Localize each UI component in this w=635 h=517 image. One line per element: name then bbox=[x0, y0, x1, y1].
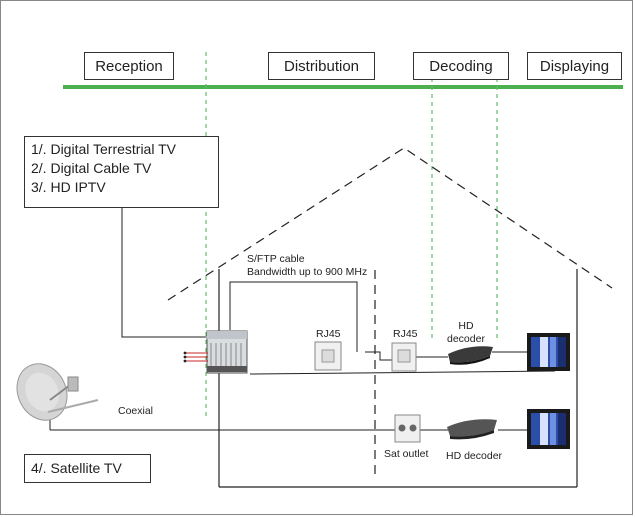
satellite-tv-label: 4/. Satellite TV bbox=[31, 460, 122, 476]
bottom-distribution-cable bbox=[249, 370, 556, 375]
stage-distribution: Distribution bbox=[268, 52, 375, 80]
hd-decoder-label-2: HD decoder bbox=[446, 450, 503, 462]
hd-decoder-label-line1: HD bbox=[458, 320, 474, 332]
stage-decoding: Decoding bbox=[413, 52, 509, 80]
hd-decoder-label-1: HD decoder bbox=[447, 320, 485, 346]
coaxial-label: Coexial bbox=[118, 405, 154, 417]
rj45-cable-2 bbox=[365, 351, 392, 361]
tv-1 bbox=[527, 333, 570, 371]
sat-outlet-label: Sat outlet bbox=[384, 448, 429, 460]
hd-decoder-device-2 bbox=[447, 419, 497, 440]
tv-2 bbox=[527, 409, 570, 449]
satellite-dish bbox=[16, 363, 99, 421]
source-terrestrial: 1/. Digital Terrestrial TV bbox=[31, 141, 176, 157]
source-iptv: 3/. HD IPTV bbox=[31, 179, 106, 195]
tv-sources-box: 1/. Digital Terrestrial TV 2/. Digital C… bbox=[24, 136, 219, 208]
rj45-outlet-2 bbox=[391, 342, 417, 372]
rj45-outlet-1 bbox=[314, 341, 342, 371]
rj45-label-2: RJ45 bbox=[393, 328, 418, 340]
sftp-bandwidth: Bandwidth up to 900 MHz bbox=[247, 266, 368, 278]
roof-outline bbox=[167, 147, 613, 301]
stage-reception: Reception bbox=[84, 52, 174, 80]
hd-decoder-device-1 bbox=[448, 346, 493, 365]
sftp-cable-name: S/FTP cable bbox=[247, 253, 305, 265]
sat-outlet bbox=[394, 414, 421, 443]
timeline-bar bbox=[63, 85, 623, 89]
source-to-hub-cable bbox=[121, 208, 206, 338]
source-cable: 2/. Digital Cable TV bbox=[31, 160, 152, 176]
input-wires bbox=[183, 351, 208, 363]
hd-decoder-label-line2: decoder bbox=[447, 333, 485, 345]
sftp-cable-label: S/FTP cable Bandwidth up to 900 MHz bbox=[247, 253, 367, 279]
stage-displaying: Displaying bbox=[527, 52, 622, 80]
distribution-hub bbox=[206, 330, 248, 374]
rj45-label-1: RJ45 bbox=[316, 328, 341, 340]
satellite-tv-box: 4/. Satellite TV bbox=[24, 454, 151, 483]
